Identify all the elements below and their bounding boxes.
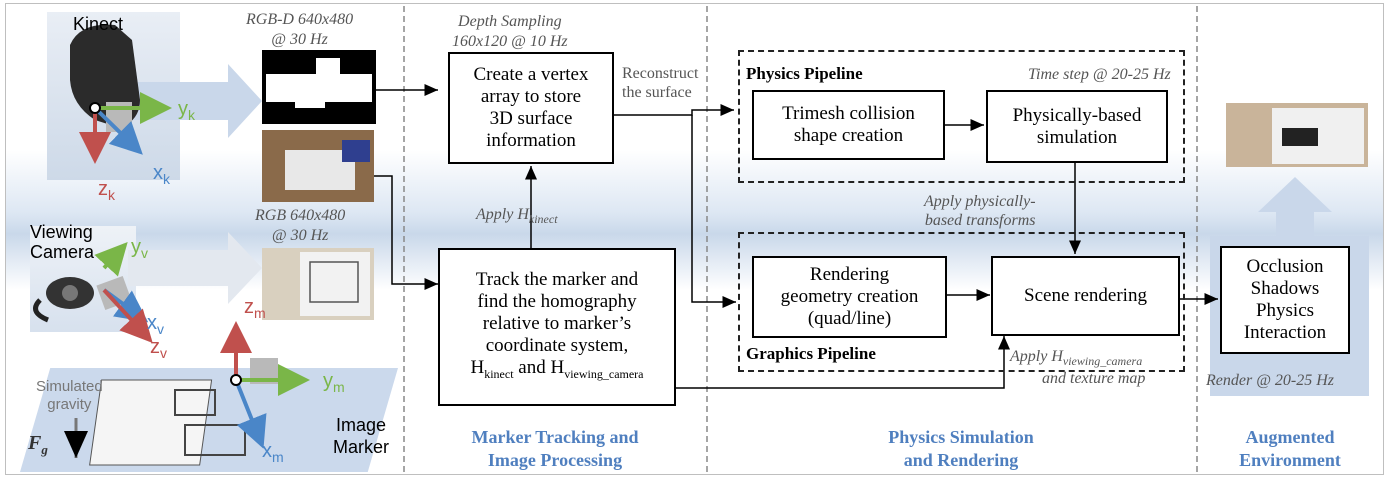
viewing-camera-label: Viewing Camera [30, 222, 95, 262]
occlusion-box: Occlusion Shadows Physics Interaction [1220, 246, 1350, 354]
vertex-array-box: Create a vertex array to store 3D surfac… [448, 52, 614, 164]
edge-track-to-scene [676, 336, 1010, 389]
kinect-z-axis-label: zk [98, 178, 115, 203]
apply-transforms-label: Apply physically- based transforms [924, 193, 1036, 229]
camera-z-axis-label: zv [150, 336, 167, 361]
physics-section-title: Physics Simulation and Rendering [888, 427, 1034, 470]
edge-vertex-to-graphics [691, 115, 736, 308]
augmented-section-title: Augmented Environment [1239, 427, 1341, 470]
trimesh-collision-box: Trimesh collision shape creation [752, 90, 945, 160]
physics-pipeline-box [738, 50, 1185, 183]
camera-light-arrow [128, 232, 262, 304]
physically-based-simulation-box: Physically-based simulation [986, 90, 1168, 163]
rendering-geometry-box: Rendering geometry creation (quad/line) [752, 256, 947, 338]
kinect-x-axis-label: xk [153, 162, 170, 187]
track-marker-homography: Hkinect and Hviewing_camera [470, 357, 644, 381]
marker-tracking-section-title: Marker Tracking and Image Processing [471, 427, 639, 470]
scene-rendering-box: Scene rendering [991, 256, 1180, 336]
edge-rgb-to-track [374, 175, 438, 290]
marker-sheet [89, 379, 213, 466]
augmented-up-arrow [1258, 177, 1332, 236]
marker-z-axis-label: zm [244, 296, 266, 321]
camera-y-axis-label: yv [131, 236, 148, 261]
camera-x-axis-label: xv [147, 312, 164, 337]
depth-sampling-label: Depth Sampling 160x120 @ 10 Hz [452, 13, 568, 50]
time-step-label: Time step @ 20-25 Hz [1028, 66, 1171, 83]
rgb-label: RGB 640x480 @ 30 Hz [255, 207, 346, 244]
reconstruct-surface-label: Reconstruct the surface [622, 65, 699, 101]
graphics-pipeline-box [738, 232, 1185, 372]
track-marker-box: Track the marker and find the homography… [438, 248, 676, 406]
rgbd-label: RGB-D 640x480 @ 30 Hz [246, 11, 354, 48]
apply-viewing-camera-label: Apply Hviewing_camera [1010, 348, 1143, 369]
texture-map-label: and texture map [1042, 370, 1146, 387]
edge-vertex-to-physics [614, 104, 734, 116]
simulated-gravity-label: Simulated gravity [36, 378, 103, 413]
render-rate-label: Render @ 20-25 Hz [1206, 372, 1335, 389]
marker-x-axis-label: xm [262, 440, 284, 465]
physics-pipeline-title: Physics Pipeline [746, 64, 863, 83]
track-marker-text: Track the marker and find the homography… [475, 269, 639, 357]
graphics-pipeline-title: Graphics Pipeline [746, 344, 876, 363]
kinect-label: Kinect [73, 14, 124, 34]
apply-kinect-label: Apply Hkinect [476, 206, 558, 227]
gravity-symbol: Fg [28, 432, 48, 457]
marker-y-axis-label: ym [323, 370, 345, 395]
kinect-y-axis-label: yk [178, 98, 195, 123]
diagram-frame [5, 3, 1384, 475]
image-marker-label: Image Marker [333, 415, 390, 457]
